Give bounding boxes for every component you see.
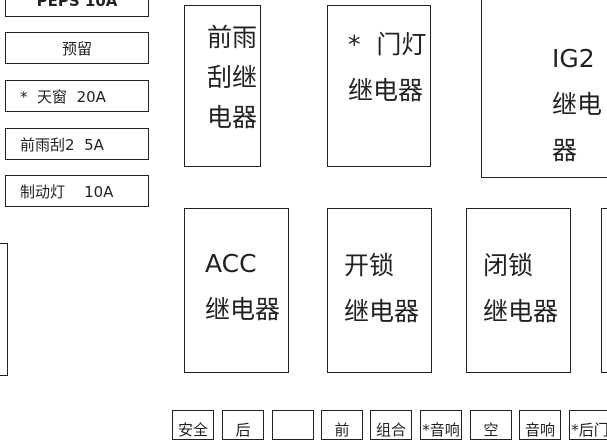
relay-label: 继电器 xyxy=(483,297,559,326)
fuse-label: 预留 xyxy=(61,39,92,58)
partial-box-right xyxy=(601,208,607,373)
relay-label: 前雨 xyxy=(207,23,258,52)
fuse-sunroof: * 天窗 20A xyxy=(5,80,149,112)
partial-box-left xyxy=(0,243,8,376)
fuse-label: * 天窗 20A xyxy=(20,87,106,106)
bottom-fuse: 安全 xyxy=(172,410,214,440)
fuse-label: PEPS 10A xyxy=(36,0,118,10)
fuse-brake-lamp: 制动灯 10A xyxy=(5,175,149,207)
bottom-fuse: 前 xyxy=(321,410,363,440)
relay-door-lamp: * 门灯继电器 xyxy=(327,5,431,167)
bottom-fuse: *音响 xyxy=(420,410,462,440)
fuse-reserved: 预留 xyxy=(5,32,149,64)
relay-unlock: 开锁继电器 xyxy=(327,208,432,373)
relay-label: * 门灯 xyxy=(348,30,427,59)
bottom-fuse: 后 xyxy=(222,410,264,440)
relay-label: 开锁 xyxy=(344,251,395,280)
fuse-label: 制动灯 10A xyxy=(20,182,114,201)
bottom-fuse: 音响 xyxy=(519,410,561,440)
relay-label: 继电器 xyxy=(552,90,603,165)
relay-ig2: IG2 继电器 xyxy=(481,0,607,178)
relay-label: 闭锁 xyxy=(483,251,534,280)
relay-acc: ACC 继电器 xyxy=(184,208,289,373)
relay-label: 电器 xyxy=(207,103,258,132)
relay-label: 继电器 xyxy=(344,297,420,326)
relay-label: 刮继 xyxy=(207,63,258,92)
relay-label: 继电器 xyxy=(205,295,281,324)
fuse-peps: PEPS 10A xyxy=(5,0,149,17)
relay-label: ACC xyxy=(205,249,257,278)
relay-front-wiper: 前雨刮继电器 xyxy=(184,5,261,167)
bottom-fuse: 组合 xyxy=(370,410,412,440)
bottom-fuse: *后门 xyxy=(569,410,607,440)
relay-label: 继电器 xyxy=(348,76,424,105)
fuse-label: 前雨刮2 5A xyxy=(20,135,104,154)
bottom-fuse: 空 xyxy=(470,410,512,440)
relay-label: IG2 xyxy=(552,44,595,73)
relay-lock: 闭锁继电器 xyxy=(466,208,571,373)
bottom-fuse xyxy=(272,410,314,440)
fuse-front-wiper-2: 前雨刮2 5A xyxy=(5,128,149,160)
